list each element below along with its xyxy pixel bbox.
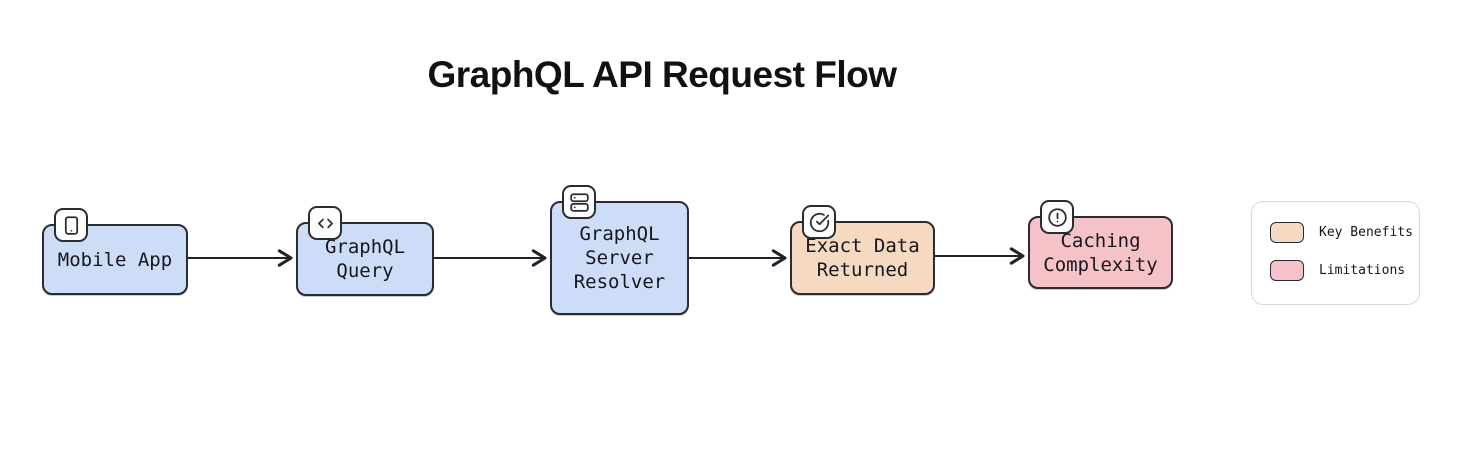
limitations-swatch xyxy=(1270,260,1304,281)
node-exact-data-returned: Exact Data Returned xyxy=(790,205,935,295)
node-graphql-query: GraphQL Query xyxy=(296,206,434,296)
node-label: GraphQL Server Resolver xyxy=(573,223,666,293)
legend-item-limitations: Limitations xyxy=(1270,260,1419,281)
smartphone-icon xyxy=(54,208,88,242)
code-icon xyxy=(308,206,342,240)
legend: Key Benefits Limitations xyxy=(1251,201,1420,305)
node-label: Exact Data Returned xyxy=(805,235,920,281)
legend-item-key-benefits: Key Benefits xyxy=(1270,222,1419,243)
legend-label: Limitations xyxy=(1319,263,1406,278)
node-caching-complexity: Caching Complexity xyxy=(1028,200,1173,289)
node-label: GraphQL Query xyxy=(324,236,406,282)
legend-label: Key Benefits xyxy=(1319,225,1413,240)
node-label: Mobile App xyxy=(57,248,173,271)
node-graphql-server-resolver: GraphQL Server Resolver xyxy=(550,185,689,315)
server-icon xyxy=(562,185,596,219)
node-mobile-app: Mobile App xyxy=(42,208,188,295)
alert-circle-icon xyxy=(1040,200,1074,234)
check-circle-icon xyxy=(802,205,836,239)
diagram-title: GraphQL API Request Flow xyxy=(427,54,897,95)
key-benefits-swatch xyxy=(1270,222,1304,243)
node-label: Caching Complexity xyxy=(1043,229,1158,276)
